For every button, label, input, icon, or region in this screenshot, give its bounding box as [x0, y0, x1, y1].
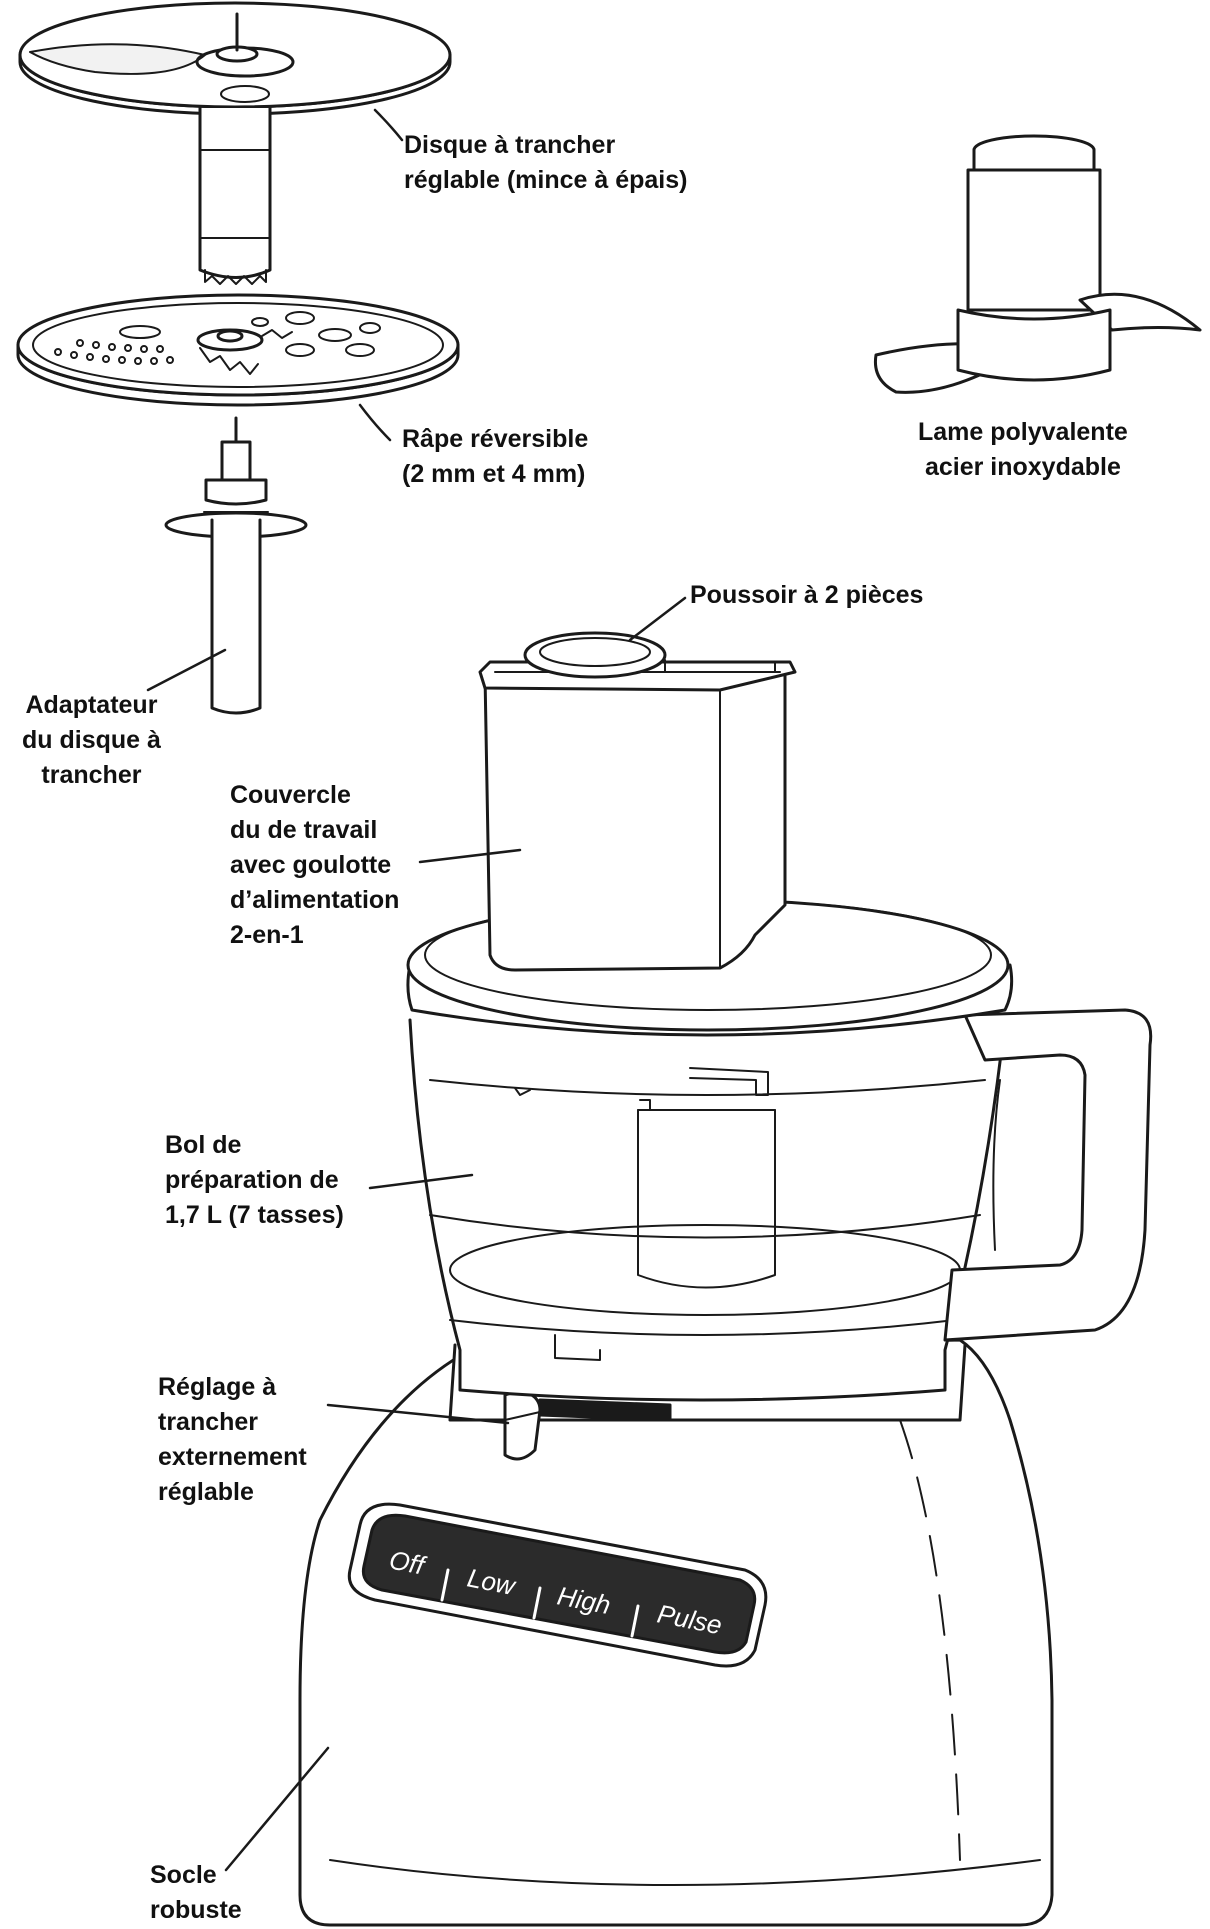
pusher-leader [628, 596, 687, 642]
adapter-label: Adaptateur du disque à trancher [22, 691, 161, 789]
slice-control-leader [326, 1403, 510, 1425]
bowl-leader [368, 1173, 474, 1190]
grater-leader [358, 403, 392, 442]
lid-label: Couvercle du de travail avec goulotte d’… [230, 781, 400, 949]
slicing-disc-label: Disque à trancher réglable (mince à épai… [404, 131, 688, 194]
pusher-label: Poussoir à 2 pièces [690, 581, 924, 609]
adapter-drawing [164, 416, 308, 715]
leader-lines [146, 108, 687, 1872]
slice-control-label: Réglage à trancher externement réglable [158, 1373, 307, 1506]
bowl-drawing [408, 1008, 1153, 1402]
control-panel [347, 1502, 768, 1668]
blade-label: Lame polyvalente acier inoxydable [918, 418, 1128, 481]
grater-disc-drawing [16, 293, 460, 407]
base-leader [224, 1746, 330, 1872]
base-label: Socle robuste [150, 1861, 242, 1924]
lid-leader [418, 848, 522, 864]
adapter-leader [146, 648, 227, 692]
slicing-disc-drawing [18, 1, 452, 285]
slicing-disc-leader [373, 108, 404, 142]
blade-drawing [873, 134, 1202, 394]
feed-tube-drawing [478, 631, 797, 972]
bowl-label: Bol de préparation de 1,7 L (7 tasses) [165, 1131, 344, 1229]
grater-label: Râpe réversible (2 mm et 4 mm) [402, 425, 589, 488]
